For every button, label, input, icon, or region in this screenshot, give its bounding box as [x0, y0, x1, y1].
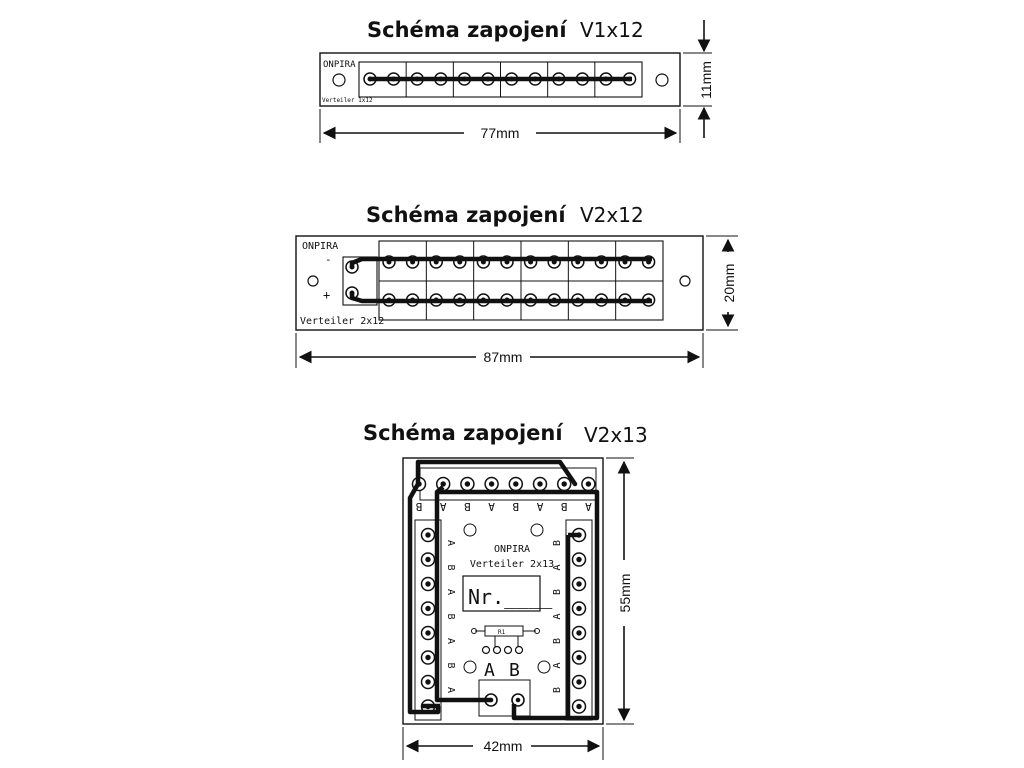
bus-trace: [349, 256, 652, 304]
screw-terminal: [571, 601, 587, 616]
terminal-block: [378, 240, 664, 321]
screw-terminal: [581, 476, 596, 492]
board-brand: ONPIRA: [302, 241, 338, 252]
terminal-letter: B: [552, 540, 563, 546]
terminal-letter: A: [552, 613, 563, 619]
terminal-letter: A: [445, 540, 456, 546]
terminal-letter: A: [445, 638, 456, 644]
number-field: [462, 575, 541, 612]
board-label: Verteiler 2x13: [470, 559, 554, 570]
diagram-title: Schéma zapojení: [363, 421, 564, 445]
terminal-letter: A: [488, 500, 495, 513]
terminal-letter: B: [445, 662, 456, 668]
terminal-letter: B: [552, 589, 563, 595]
terminal-letter: B: [415, 500, 422, 513]
dimension-width-label: 87mm: [484, 349, 523, 365]
resistor-circuit: R1 A B: [471, 625, 540, 681]
diagram-model: V1x12: [580, 18, 644, 42]
screw-terminal: [420, 650, 436, 665]
board-brand: ONPIRA: [494, 544, 530, 555]
plus-sign: +: [323, 288, 330, 302]
dimension-height: 20mm: [706, 235, 738, 331]
terminal-letter: B: [552, 687, 563, 693]
dimension-height: 11mm: [683, 20, 714, 138]
terminal-letter: A: [552, 662, 563, 668]
terminal-label-b: B: [509, 660, 520, 681]
screw-terminal: [571, 552, 587, 567]
screw-terminal: [420, 527, 436, 543]
mounting-hole-left: [332, 73, 346, 87]
board-label: Verteiler 1x12: [322, 97, 373, 104]
terminal-letter: A: [552, 564, 563, 570]
screw-terminal: [420, 625, 436, 641]
dimension-height-label: 55mm: [617, 574, 633, 613]
diagram-v2x12: Schéma zapojení V2x12 ONPIRA Verteiler 2…: [295, 203, 738, 368]
dimension-height-label: 20mm: [721, 264, 737, 303]
screw-terminal: [420, 576, 436, 592]
board-brand: ONPIRA: [323, 60, 356, 70]
dimension-width: 77mm: [319, 109, 681, 143]
screw-terminal: [508, 476, 524, 492]
terminal-letter: B: [561, 500, 568, 513]
terminal-letter: B: [445, 613, 456, 619]
terminal-letter: B: [512, 500, 519, 513]
diagram-title: Schéma zapojení: [366, 203, 567, 227]
mounting-hole-right: [655, 73, 669, 87]
terminal-letter: B: [464, 500, 471, 513]
dimension-width-label: 77mm: [481, 125, 520, 141]
screw-terminal: [420, 674, 436, 690]
board-v1x12: ONPIRA Verteiler 1x12: [319, 52, 681, 107]
resistor-label: R1: [498, 629, 506, 636]
mounting-hole-left: [307, 275, 319, 287]
dimension-height: 55mm: [606, 457, 634, 725]
screw-terminal: [484, 476, 499, 492]
dimension-width-label: 42mm: [484, 738, 523, 754]
board-label: Verteiler 2x12: [300, 316, 384, 327]
screw-terminal: [571, 674, 587, 690]
screw-terminal: [571, 576, 587, 592]
screw-terminal: [571, 625, 587, 641]
bus-trace-b: [437, 489, 600, 721]
input-connector: [342, 256, 378, 306]
terminal-letter: B: [445, 564, 456, 570]
terminal-letter: A: [445, 589, 456, 595]
terminal-letter: A: [440, 500, 447, 513]
screw-terminal: [420, 552, 436, 567]
screw-terminal: [556, 476, 572, 492]
bus-trace-a: [407, 459, 578, 715]
dimension-height-label: 11mm: [698, 61, 714, 99]
board-v2x12: ONPIRA Verteiler 2x12 - +: [295, 235, 704, 331]
diagram-model: V2x13: [584, 423, 648, 447]
diagram-model: V2x12: [580, 203, 644, 227]
minus-sign: -: [325, 253, 332, 266]
screw-terminal: [571, 699, 587, 714]
diagram-title: Schéma zapojení: [367, 18, 568, 42]
dimension-width: 42mm: [402, 727, 604, 760]
number-label: Nr.____: [468, 585, 553, 609]
terminal-row: [411, 476, 596, 714]
terminal-letter: A: [536, 500, 543, 513]
terminal-letter: A: [585, 500, 592, 513]
screw-terminal: [532, 476, 548, 492]
terminal-letter: A: [445, 687, 456, 693]
mounting-hole-right: [679, 275, 691, 287]
screw-terminal: [420, 601, 436, 616]
dimension-width: 87mm: [295, 333, 704, 368]
screw-terminal: [571, 650, 587, 665]
screw-terminal: [460, 476, 475, 492]
diagram-v1x12: Schéma zapojení V1x12 ONPIRA Verteiler 1…: [319, 18, 714, 143]
terminal-label-a: A: [484, 660, 495, 681]
terminal-letter: B: [552, 638, 563, 644]
